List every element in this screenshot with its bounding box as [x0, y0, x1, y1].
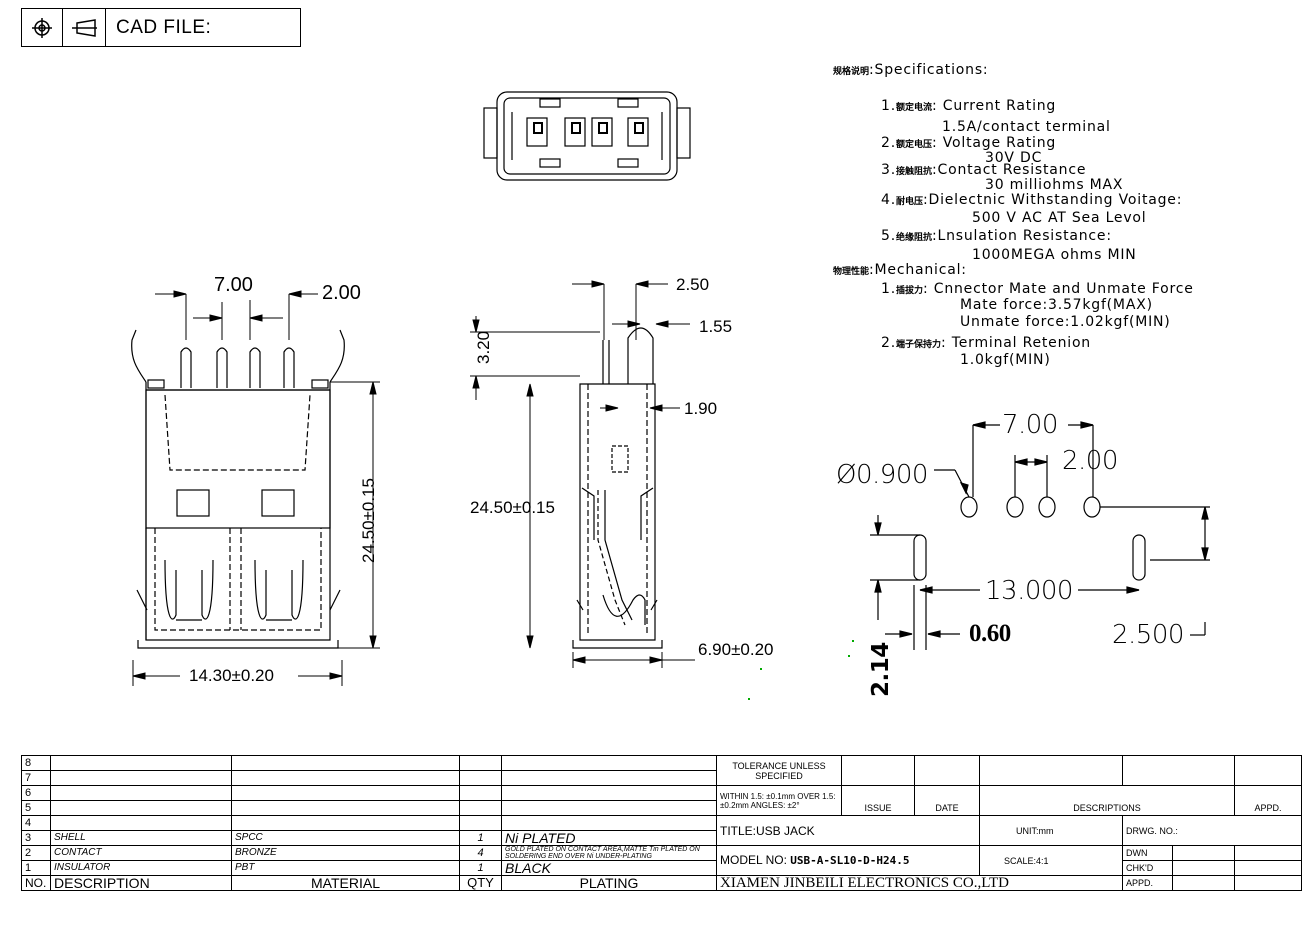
spec-item-1-value: 1.5A/contact terminal [942, 119, 1111, 135]
spec-item-2: 2.额定电压: Voltage Rating [881, 135, 1057, 151]
scale-cell: SCALE:4:1 [979, 845, 1123, 876]
model-cell: MODEL NO: USB-A-SL10-D-H24.5 [716, 845, 980, 876]
cad-header: CAD FILE: [21, 8, 301, 47]
spec-mech-1-value-1: Mate force:3.57kgf(MAX) [960, 297, 1153, 313]
spec-item-4: 4.耐电压:Dielectnic Withstanding Voitage: [881, 192, 1183, 208]
pcb-pin-label: 2.00 [1062, 446, 1118, 476]
descriptions-header: DESCRIPTIONS [979, 785, 1235, 816]
unit-cell: UNIT:mm [979, 815, 1123, 846]
bom-row-8: 8 TOLERANCE UNLESS SPECIFIED [21, 755, 1302, 786]
pcb-layout [870, 421, 1210, 650]
company-cell: XIAMEN JINBEILI ELECTRONICS CO.,LTD [716, 875, 1123, 891]
side-height-label: 24.50±0.15 [470, 498, 555, 517]
spec-mech-2-value: 1.0kgf(MIN) [960, 352, 1051, 368]
bom-row-2: 2 CONTACT BRONZE 4 GOLD PLATED ON CONTAC… [21, 845, 1302, 876]
appd-header: APPD. [1234, 785, 1302, 816]
side-width-label: 6.90±0.20 [698, 640, 774, 659]
chkd-cell: CHK'D [1122, 860, 1173, 876]
spec-mech-2: 2.端子保持力: Terminal Retenion [881, 335, 1091, 351]
front-dimensions [132, 290, 380, 686]
title-block-table: 8 TOLERANCE UNLESS SPECIFIED 7 6 WITHIN … [21, 755, 1302, 891]
side-dimensions [470, 280, 695, 668]
drwg-no-cell: DRWG. NO.: [1122, 815, 1302, 846]
issue-header: ISSUE [841, 785, 915, 816]
bom-row-6: 6 WITHIN 1.5: ±0.1mm OVER 1.5: ±0.2mm AN… [21, 785, 1302, 816]
pcb-060-label: 0.60 [969, 620, 1011, 647]
pcb-span-label: 13.000 [985, 576, 1073, 606]
tolerance-cell: TOLERANCE UNLESS SPECIFIED [716, 755, 842, 786]
date-header: DATE [914, 785, 980, 816]
front-height-label: 24.50±0.15 [359, 478, 378, 563]
tolerance-values: WITHIN 1.5: ±0.1mm OVER 1.5: ±0.2mm ANGL… [716, 785, 842, 816]
side-top-label: 2.50 [676, 275, 710, 294]
spec-item-2-value: 30V DC [985, 150, 1043, 166]
view-projection-icon [63, 9, 106, 46]
pcb-2500-label: 2.500 [1112, 620, 1184, 650]
top-view [483, 91, 691, 181]
spec-item-5: 5.绝缘阻抗:Lnsulation Resistance: [881, 228, 1112, 244]
dwn-cell: DWN [1122, 845, 1173, 861]
side-320-label: 3.20 [474, 330, 493, 364]
front-pin-label: 2.00 [322, 282, 361, 304]
bom-row-4: 4 TITLE:USB JACK UNIT:mm DRWG. NO.: [21, 815, 1302, 846]
spec-item-5-value: 1000MEGA ohms MIN [972, 247, 1137, 263]
spec-item-4-value: 500 V AC AT Sea Levol [972, 210, 1147, 226]
cad-file-label: CAD FILE: [116, 16, 212, 38]
appd2-cell: APPD. [1122, 875, 1173, 891]
pcb-pitch-label: 7.00 [1002, 410, 1058, 440]
spec-mech-1-value-2: Unmate force:1.02kgf(MIN) [960, 314, 1171, 330]
title-cell: TITLE:USB JACK [716, 815, 980, 846]
crosshair-icon [22, 9, 63, 46]
side-view [572, 327, 663, 649]
front-pitch-label: 7.00 [214, 274, 253, 296]
bom-header-row: NO. DESCRIPTION MATERIAL QTY PLATING XIA… [21, 875, 1302, 891]
side-155-label: 1.55 [699, 317, 733, 336]
spec-mech-1: 1.插拔力: Cnnector Mate and Unmate Force [881, 281, 1194, 297]
spec-title: 规格说明:Specifications: [833, 62, 989, 78]
row-no: 8 [21, 755, 51, 771]
front-view [131, 329, 345, 649]
front-width-label: 14.30±0.20 [189, 666, 274, 685]
side-190-label: 1.90 [684, 399, 718, 418]
pcb-214-label: 2.14 [868, 642, 894, 697]
pcb-diameter-label: Ø0.900 [836, 460, 928, 490]
cad-drawing [131, 91, 1210, 700]
spec-item-3: 3.接触阻抗:Contact Resistance [881, 162, 1087, 178]
spec-mechanical: 物理性能:Mechanical: [833, 262, 967, 278]
spec-item-1: 1.额定电流: Current Rating [881, 98, 1057, 114]
spec-item-3-value: 30 milliohms MAX [985, 177, 1124, 193]
